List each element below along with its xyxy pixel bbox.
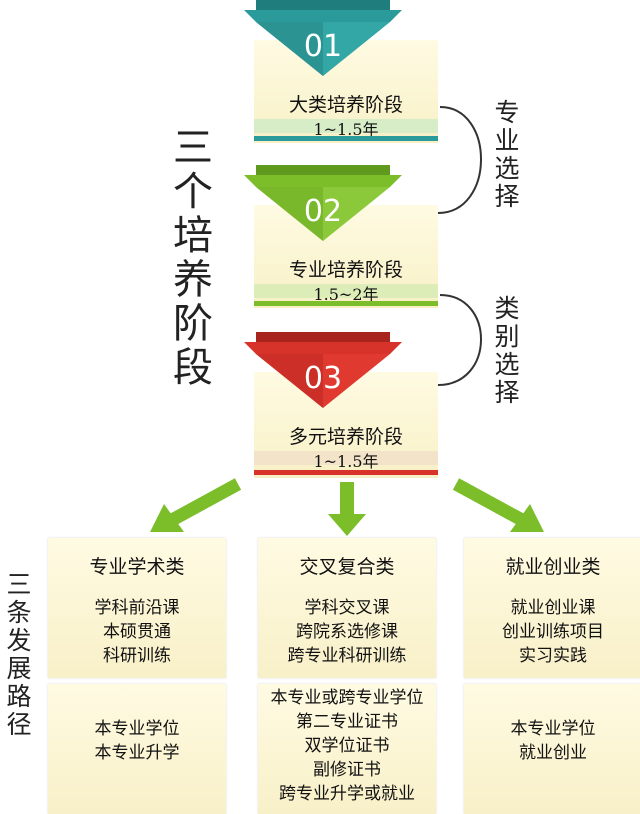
- stage-1-name: 大类培养阶段: [288, 94, 403, 116]
- vertical-char: 养: [173, 257, 213, 303]
- path-3-bottom: 本专业学位 就业创业: [464, 684, 640, 814]
- arrow-right: [452, 478, 544, 532]
- path-2-item: 学科交叉课: [304, 598, 390, 618]
- arrow-middle: [328, 482, 366, 536]
- stage-2-arrow: 02: [244, 165, 402, 241]
- stage-1-bar: [254, 136, 438, 141]
- vertical-char: 择: [494, 378, 520, 407]
- transition-brackets: [437, 106, 482, 386]
- stage-3-arrow: 03: [244, 332, 402, 408]
- vertical-char: 择: [494, 182, 520, 211]
- vertical-char: 条: [6, 598, 32, 627]
- path-1-outcome: 本专业升学: [94, 743, 180, 763]
- path-1-outcomes: 本专业学位 本专业升学: [48, 717, 226, 765]
- path-3-outcomes: 本专业学位 就业创业: [464, 717, 640, 765]
- path-3-outcome: 就业创业: [519, 743, 587, 763]
- stage-1-band: [254, 119, 438, 133]
- vertical-char: 阶: [173, 301, 213, 347]
- vertical-char: 三: [6, 570, 32, 599]
- stage-1-arrow: 01: [244, 0, 402, 76]
- path-column-2: 交叉复合类 学科交叉课 跨院系选修课 跨专业科研训练 本专业或跨专业学位 第二专…: [258, 538, 436, 814]
- stage-3-duration: 1~1.5年: [313, 452, 379, 471]
- path-2-item: 跨院系选修课: [296, 622, 398, 642]
- path-2-outcome: 跨专业升学或就业: [279, 784, 415, 804]
- path-2-outcome: 副修证书: [313, 760, 381, 780]
- vertical-char: 培: [173, 213, 213, 259]
- stages-vertical-title: 三个培养阶段: [168, 128, 218, 392]
- stage-2-band: [254, 284, 438, 298]
- path-column-1: 专业学术类 学科前沿课 本硕贯通 科研训练 本专业学位 本专业升学: [48, 538, 226, 814]
- vertical-char: 类: [494, 294, 520, 323]
- path-1-item: 本硕贯通: [103, 622, 171, 642]
- transition-1-label: 专业选择: [491, 100, 523, 212]
- stage-3-name: 多元培养阶段: [288, 426, 403, 448]
- vertical-char: 个: [173, 169, 213, 215]
- path-1-title: 专业学术类: [89, 556, 185, 578]
- path-1-bottom: 本专业学位 本专业升学: [48, 684, 226, 814]
- path-2-items: 学科交叉课 跨院系选修课 跨专业科研训练: [258, 596, 436, 668]
- vertical-char: 路: [6, 682, 32, 711]
- path-arrows: [150, 478, 544, 536]
- path-1-item: 学科前沿课: [94, 598, 180, 618]
- path-column-3: 就业创业类 就业创业课 创业训练项目 实习实践 本专业学位 就业创业: [464, 538, 640, 814]
- path-2-top: 交叉复合类 学科交叉课 跨院系选修课 跨专业科研训练: [258, 538, 436, 678]
- stage-3-band: [254, 451, 438, 465]
- path-2-outcome: 第二专业证书: [296, 712, 398, 732]
- arrow-left: [150, 478, 242, 532]
- stage-3-panel: 多元培养阶段 1~1.5年: [254, 372, 438, 478]
- vertical-char: 发: [6, 626, 32, 655]
- path-2-bottom: 本专业或跨专业学位 第二专业证书 双学位证书 副修证书 跨专业升学或就业: [258, 684, 436, 814]
- path-3-item: 创业训练项目: [502, 622, 604, 642]
- stage-1-duration: 1~1.5年: [313, 120, 379, 139]
- path-3-item: 就业创业课: [510, 598, 596, 618]
- vertical-char: 选: [494, 154, 520, 183]
- path-3-title: 就业创业类: [505, 556, 601, 578]
- path-1-outcome: 本专业学位: [94, 719, 180, 739]
- vertical-char: 选: [494, 350, 520, 379]
- path-1-top: 专业学术类 学科前沿课 本硕贯通 科研训练: [48, 538, 226, 678]
- path-2-title: 交叉复合类: [299, 556, 395, 578]
- vertical-char: 展: [6, 654, 32, 683]
- path-3-outcome: 本专业学位: [510, 719, 596, 739]
- path-2-outcome: 本专业或跨专业学位: [270, 688, 424, 708]
- path-3-item: 实习实践: [519, 646, 587, 666]
- vertical-char: 段: [173, 345, 213, 391]
- path-3-top: 就业创业类 就业创业课 创业训练项目 实习实践: [464, 538, 640, 678]
- vertical-char: 三: [173, 125, 213, 171]
- path-2-outcomes: 本专业或跨专业学位 第二专业证书 双学位证书 副修证书 跨专业升学或就业: [258, 686, 436, 806]
- vertical-char: 别: [494, 322, 520, 351]
- vertical-char: 径: [6, 710, 32, 739]
- vertical-char: 专: [494, 98, 520, 127]
- path-2-item: 跨专业科研训练: [287, 646, 407, 666]
- transition-2-bracket: [437, 294, 482, 386]
- paths-vertical-title: 三条发展路径: [2, 572, 36, 740]
- vertical-char: 业: [494, 126, 520, 155]
- transition-2-label: 类别选择: [491, 296, 523, 408]
- path-2-outcome: 双学位证书: [304, 736, 390, 756]
- path-1-item: 科研训练: [103, 646, 171, 666]
- stage-2-number: 02: [304, 194, 342, 229]
- transition-1-bracket: [437, 106, 482, 214]
- stage-2-name: 专业培养阶段: [288, 259, 403, 281]
- stage-2-duration: 1.5~2年: [313, 285, 379, 304]
- stage-2-bar: [254, 301, 438, 306]
- stage-1-number: 01: [304, 29, 342, 64]
- path-3-items: 就业创业课 创业训练项目 实习实践: [464, 596, 640, 668]
- stage-3-number: 03: [304, 361, 342, 396]
- stage-3-bar: [254, 470, 438, 475]
- path-1-items: 学科前沿课 本硕贯通 科研训练: [48, 596, 226, 668]
